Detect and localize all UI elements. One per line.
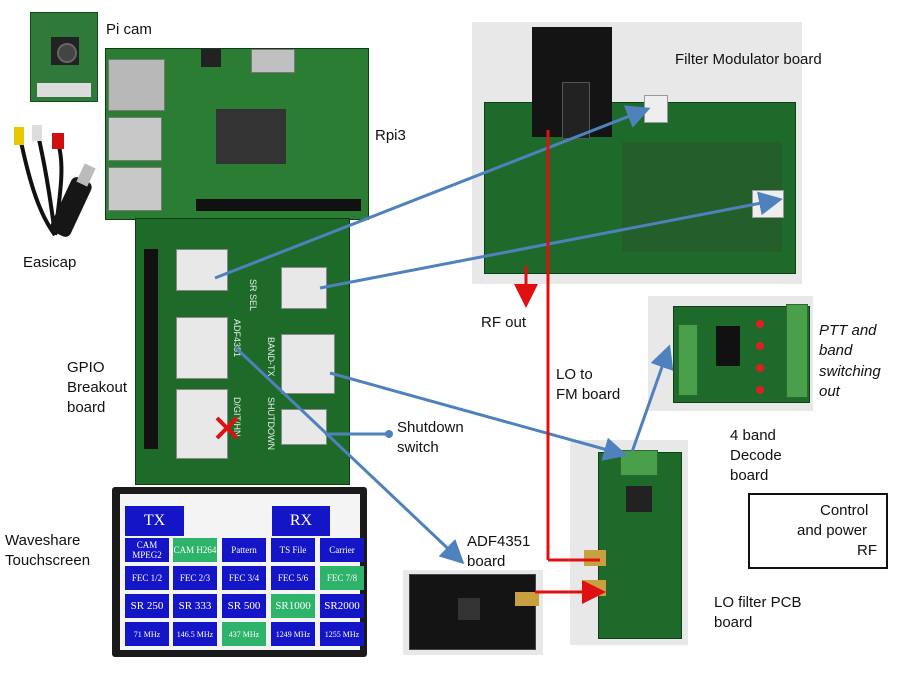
control-arrows	[214, 105, 818, 565]
label-gpio-2: Breakout	[67, 379, 128, 396]
label-lo-to-2: FM board	[556, 386, 621, 403]
label-pi-cam: Pi cam	[106, 21, 152, 38]
label-lo-filter-1: LO filter PCB	[714, 594, 802, 611]
label-rf-out: RF out	[481, 314, 527, 331]
label-rpi3: Rpi3	[375, 127, 406, 144]
legend-control: Control	[820, 502, 869, 519]
ts-button[interactable]: FEC 1/2	[125, 566, 169, 590]
rpi3-board	[105, 48, 369, 220]
ts-button[interactable]: CAM MPEG2	[125, 538, 169, 562]
arrow-band-tx-to-lo-filter	[329, 371, 628, 461]
ts-button[interactable]: Pattern	[222, 538, 266, 562]
arrow-lo-filter-to-band-decode	[630, 344, 674, 453]
label-gpio-3: board	[67, 399, 106, 416]
legend-rf: RF	[857, 542, 877, 559]
ts-button[interactable]: FEC 3/4	[222, 566, 266, 590]
label-ptt-1: PTT and	[819, 322, 877, 339]
ts-button[interactable]: FEC 5/6	[271, 566, 315, 590]
lo-filter-board	[570, 440, 688, 645]
label-filter-modulator: Filter Modulator board	[675, 51, 822, 68]
connector-j04	[176, 317, 228, 379]
label-adf4351-1: ADF4351	[467, 533, 531, 550]
label-lo-to-1: LO to	[556, 366, 593, 383]
connector-j07	[176, 389, 228, 459]
arrow-j03-to-filter-modulator	[214, 105, 651, 280]
connector-j03	[176, 249, 228, 291]
ts-button[interactable]: 71 MHz	[125, 622, 169, 646]
label-band-decode-2: Decode	[730, 447, 782, 464]
label-gpio-1: GPIO	[67, 359, 105, 376]
label-band-decode-1: 4 band	[730, 427, 776, 444]
label-band-decode-3: board	[730, 467, 769, 484]
label-ptt-4: out	[819, 383, 840, 400]
ts-button[interactable]: SR 333	[173, 594, 217, 618]
ts-button[interactable]: 437 MHz	[222, 622, 266, 646]
arrow-adf4351-to-board	[234, 346, 465, 565]
ts-button[interactable]: Carrier	[320, 538, 364, 562]
label-shutdown-1: Shutdown	[397, 419, 464, 436]
label-ptt-2: band	[819, 342, 853, 359]
connector-band-tx	[281, 334, 335, 394]
rx-button[interactable]: RX	[272, 506, 330, 536]
x-mark-icon	[214, 415, 240, 441]
label-lo-filter-2: board	[714, 614, 753, 631]
ts-button[interactable]: 146.5 MHz	[173, 622, 217, 646]
ts-button[interactable]: 1249 MHz	[271, 622, 315, 646]
legend-box	[748, 493, 888, 569]
shutdown-dot	[385, 430, 393, 438]
legend-and-power: and power	[797, 522, 868, 539]
label-adf4351-2: board	[467, 553, 506, 570]
ts-button[interactable]: 1255 MHz	[320, 622, 364, 646]
ts-button[interactable]: FEC 7/8	[320, 566, 364, 590]
band-decode-board	[648, 296, 813, 411]
ts-button[interactable]: SR 250	[125, 594, 169, 618]
ts-button[interactable]: SR1000	[271, 594, 315, 618]
adf4351-board	[403, 570, 543, 655]
tx-button[interactable]: TX	[125, 506, 184, 536]
ts-button[interactable]: TS File	[271, 538, 315, 562]
ts-button[interactable]: SR 500	[222, 594, 266, 618]
gpio-breakout-board: SR SEL ADF4351 BAND-TX SHUTDOWN D/GIT/HN	[135, 218, 350, 485]
label-waveshare-1: Waveshare	[5, 532, 81, 549]
label-shutdown-2: switch	[397, 439, 439, 456]
ts-button[interactable]: SR2000	[320, 594, 364, 618]
label-easicap: Easicap	[23, 254, 77, 271]
label-waveshare-2: Touchscreen	[5, 552, 91, 569]
label-ptt-3: switching	[819, 363, 881, 380]
ts-button[interactable]: FEC 2/3	[173, 566, 217, 590]
connector-shutdown	[281, 409, 327, 445]
pi-cam-photo	[30, 12, 98, 102]
easicap-photo	[10, 125, 105, 245]
filter-modulator-board	[472, 22, 802, 284]
ts-button[interactable]: CAM H264	[173, 538, 217, 562]
